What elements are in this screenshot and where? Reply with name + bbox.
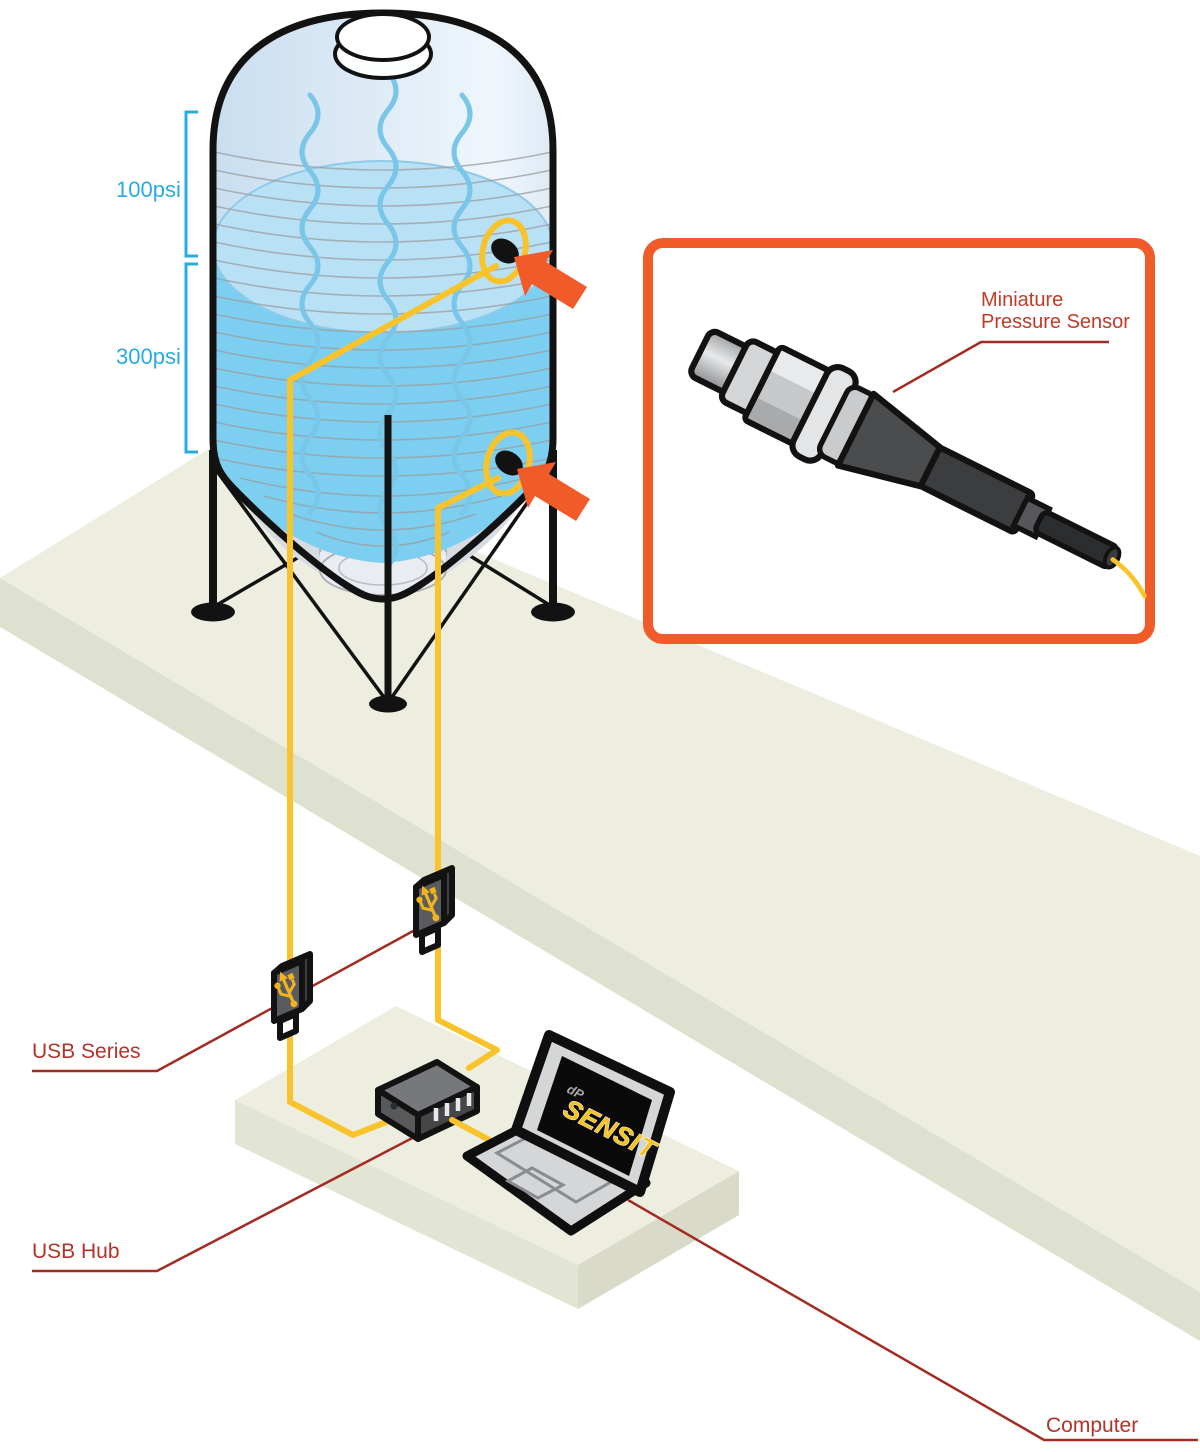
storage-tank: [191, 9, 575, 713]
laptop-screen: [537, 1056, 652, 1176]
inset-panel: Miniature Pressure Sensor: [643, 238, 1155, 644]
laptop-touchpad: [504, 1166, 567, 1200]
sensor-wire: [1110, 557, 1147, 599]
usb-hub: [375, 1059, 480, 1142]
usb-dongle-left: [270, 954, 310, 1038]
large-platform: [0, 443, 1200, 1341]
leader-computer: [627, 1198, 1198, 1442]
leader-miniature-sensor: [892, 340, 1109, 394]
label-usb-hub: USB Hub: [32, 1240, 120, 1263]
usb-hub-power-port: [390, 1102, 398, 1110]
small-platform-side-left: [235, 1100, 578, 1309]
cable-lower-sensor: [435, 475, 501, 1071]
sensit-logo-prefix: dP: [565, 1081, 587, 1102]
pressure-label-100psi: 100psi: [116, 177, 181, 202]
laptop: dP SENSIT: [462, 1030, 675, 1236]
pressure-label-300psi: 300psi: [116, 344, 181, 369]
large-platform-side: [0, 578, 1200, 1341]
label-usb-series: USB Series: [32, 1040, 141, 1063]
inset-label: Miniature Pressure Sensor: [981, 289, 1130, 333]
cable-upper-sensor: [287, 263, 499, 1138]
usb-hub-ports: [433, 1093, 472, 1121]
tank-cap: [333, 12, 433, 80]
leader-usb-hub: [32, 1132, 421, 1273]
label-computer: Computer: [1046, 1414, 1138, 1437]
pressure-bracket: [184, 110, 198, 454]
miniature-sensor-illustration: [688, 328, 1147, 599]
large-platform-top: [0, 443, 1200, 1292]
leader-usb-series: [32, 916, 438, 1073]
usb-dongle-right: [412, 868, 452, 952]
lower-arrow-icon: [517, 462, 590, 521]
small-platform-side-right: [578, 1171, 739, 1309]
upper-arrow-icon: [514, 250, 587, 309]
